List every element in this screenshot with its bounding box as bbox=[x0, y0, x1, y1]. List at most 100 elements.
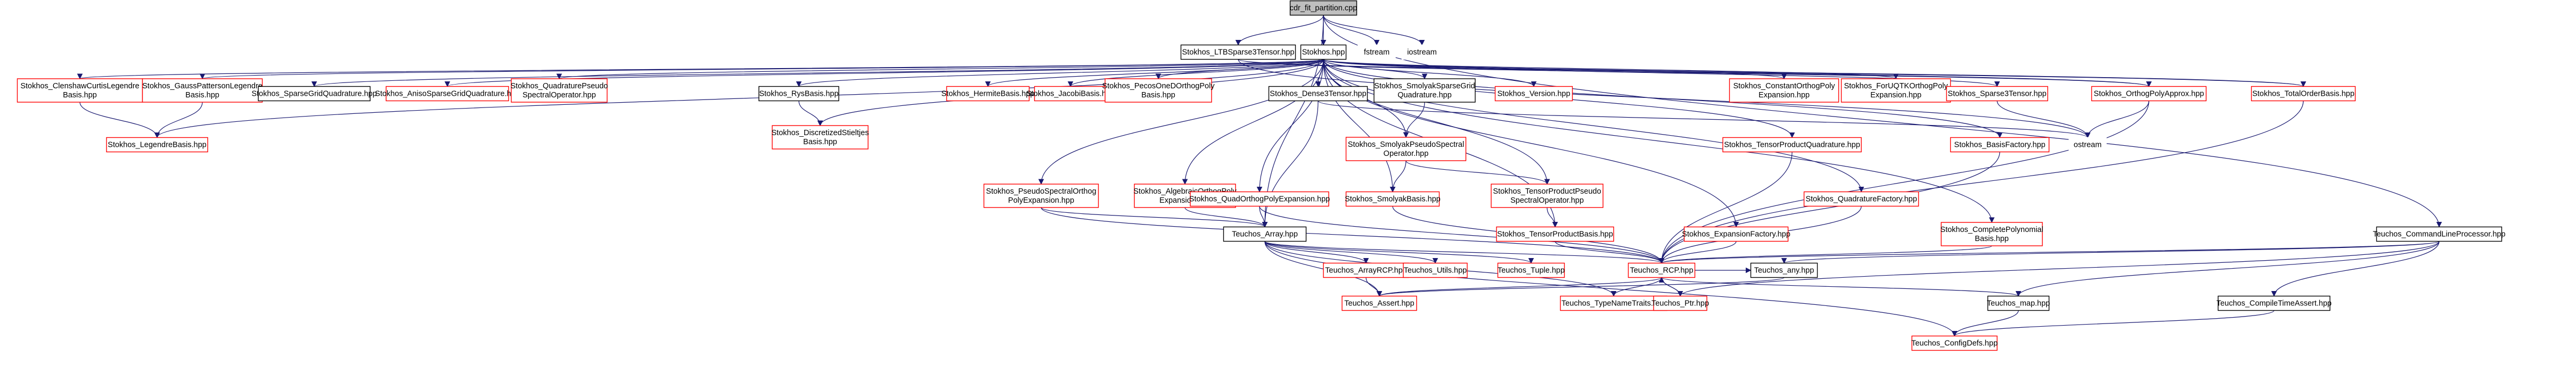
node-dense3[interactable]: Stokhos_Dense3Tensor.hpp bbox=[1268, 86, 1368, 102]
node-box bbox=[511, 78, 608, 103]
node-basisfactory[interactable]: Stokhos_BasisFactory.hpp bbox=[1950, 137, 2050, 153]
node-box bbox=[2068, 137, 2107, 153]
node-label: Stokhos_PecosOneDOrthogPoly bbox=[1102, 82, 1215, 90]
node-tpquad[interactable]: Stokhos_TensorProductQuadrature.hpp bbox=[1722, 137, 1862, 153]
edge-any-to-assert bbox=[1377, 277, 1785, 297]
edge-stokhos-to-jacobi bbox=[1067, 59, 1324, 87]
edge-stokhos-to-algebraic bbox=[1182, 59, 1324, 185]
edge-orthapprox-to-ostream bbox=[2084, 101, 2149, 138]
node-quadpseudo[interactable]: Stokhos_QuadraturePseudoSpectralOperator… bbox=[511, 78, 608, 103]
node-label: Stokhos.hpp bbox=[1302, 48, 1345, 57]
edge-stokhos-to-quadfactory bbox=[1323, 59, 1864, 193]
node-tppseudo[interactable]: Stokhos_TensorProductPseudoSpectralOpera… bbox=[1491, 184, 1604, 208]
edge-clenshaw-to-legendre bbox=[79, 102, 160, 138]
node-label: Stokhos_JacobiBasis.hpp bbox=[1026, 90, 1115, 98]
node-cmdline[interactable]: Teuchos_CommandLineProcessor.hpp bbox=[2373, 226, 2506, 242]
edge-rcp-to-map bbox=[1661, 277, 2022, 297]
node-tuple[interactable]: Teuchos_Tuple.hpp bbox=[1497, 262, 1565, 278]
node-any[interactable]: Teuchos_any.hpp bbox=[1750, 262, 1818, 278]
node-fstream[interactable]: fstream bbox=[1357, 44, 1396, 60]
node-map[interactable]: Teuchos_map.hpp bbox=[1987, 295, 2050, 311]
node-label: Teuchos_TypeNameTraits.hpp bbox=[1561, 300, 1666, 308]
node-comptime[interactable]: Teuchos_CompileTimeAssert.hpp bbox=[2217, 295, 2332, 311]
node-legendre[interactable]: Stokhos_LegendreBasis.hpp bbox=[106, 137, 208, 153]
node-smolyakpseudo[interactable]: Stokhos_SmolyakPseudoSpectralOperator.hp… bbox=[1345, 137, 1467, 161]
node-rcp[interactable]: Teuchos_RCP.hpp bbox=[1628, 262, 1696, 278]
nodes-layer: cdr_fit_partition.cppStokhos.hppStokhos_… bbox=[17, 0, 2506, 351]
node-label: Stokhos_CompletePolynomial bbox=[1940, 226, 2043, 234]
node-box bbox=[1494, 86, 1573, 102]
node-tpbasis[interactable]: Stokhos_TensorProductBasis.hpp bbox=[1496, 226, 1614, 242]
node-box bbox=[1987, 295, 2050, 311]
node-ptr[interactable]: Teuchos_Ptr.hpp bbox=[1651, 295, 1709, 311]
edge-array-to-utils bbox=[1264, 240, 1438, 264]
node-label: Basis.hpp bbox=[63, 91, 97, 99]
node-label: Teuchos_map.hpp bbox=[1987, 300, 2050, 308]
node-smolyakbasis[interactable]: Stokhos_SmolyakBasis.hpp bbox=[1345, 191, 1441, 207]
node-ltb[interactable]: Stokhos_LTBSparse3Tensor.hpp bbox=[1180, 44, 1296, 60]
node-box bbox=[772, 125, 869, 150]
node-label: ostream bbox=[2074, 141, 2101, 150]
node-rys[interactable]: Stokhos_RysBasis.hpp bbox=[758, 86, 839, 102]
edge-tppseudo-to-tpbasis bbox=[1547, 207, 1558, 228]
node-totalorder[interactable]: Stokhos_TotalOrderBasis.hpp bbox=[2251, 86, 2356, 102]
node-box bbox=[106, 137, 208, 153]
node-orthapprox[interactable]: Stokhos_OrthogPolyApprox.hpp bbox=[2091, 86, 2207, 102]
node-pseudospectral[interactable]: Stokhos_PseudoSpectralOrthogPolyExpansio… bbox=[983, 184, 1099, 208]
node-label: cdr_fit_partition.cpp bbox=[1290, 4, 1357, 13]
node-box bbox=[1190, 191, 1329, 207]
node-label: Stokhos_DiscretizedStieltjes bbox=[772, 129, 869, 137]
node-utils[interactable]: Teuchos_Utils.hpp bbox=[1403, 262, 1468, 278]
edge-cmdline-to-rcp bbox=[1659, 240, 2440, 264]
node-label: Basis.hpp bbox=[185, 91, 219, 99]
node-label: PolyExpansion.hpp bbox=[1008, 196, 1074, 205]
node-iostream[interactable]: iostream bbox=[1401, 44, 1443, 60]
node-hermite[interactable]: Stokhos_HermiteBasis.hpp bbox=[942, 86, 1035, 102]
edge-stokhos-to-gauss bbox=[200, 59, 1324, 80]
node-box bbox=[1105, 78, 1212, 103]
edge-comptime-to-configdefs bbox=[1951, 310, 2275, 337]
edge-dense3-to-array bbox=[1262, 101, 1319, 228]
node-label: Stokhos_ClenshawCurtisLegendre bbox=[20, 82, 139, 90]
node-anisosparse[interactable]: Stokhos_AnisoSparseGridQuadrature.hpp bbox=[375, 86, 520, 102]
node-box bbox=[1941, 222, 2043, 246]
edge-smolyakpseudo-to-tppseudo bbox=[1405, 160, 1550, 185]
node-version[interactable]: Stokhos_Version.hpp bbox=[1494, 86, 1573, 102]
node-label: Teuchos_RCP.hpp bbox=[1630, 267, 1693, 275]
node-label: Operator.hpp bbox=[1384, 150, 1429, 158]
node-quadorthog[interactable]: Stokhos_QuadOrthogPolyExpansion.hpp bbox=[1189, 191, 1330, 207]
edge-stokhos-to-pseudospectral bbox=[1038, 59, 1324, 185]
edge-stokhos-to-smolyakbasis bbox=[1323, 59, 1396, 193]
node-sparsegrid[interactable]: Stokhos_SparseGridQuadrature.hpp bbox=[251, 86, 377, 102]
node-label: Teuchos_CompileTimeAssert.hpp bbox=[2217, 300, 2332, 308]
node-array[interactable]: Teuchos_Array.hpp bbox=[1223, 226, 1307, 242]
node-ostream[interactable]: ostream bbox=[2068, 137, 2107, 153]
node-sparse3[interactable]: Stokhos_Sparse3Tensor.hpp bbox=[1946, 86, 2048, 102]
node-quadfactory[interactable]: Stokhos_QuadratureFactory.hpp bbox=[1803, 191, 1919, 207]
node-label: Teuchos_Tuple.hpp bbox=[1498, 267, 1565, 275]
node-expfactory[interactable]: Stokhos_ExpansionFactory.hpp bbox=[1682, 226, 1790, 242]
node-box bbox=[1911, 335, 1998, 351]
node-box bbox=[1803, 191, 1919, 207]
node-label: Stokhos_LegendreBasis.hpp bbox=[108, 141, 206, 150]
node-arrayrcp[interactable]: Teuchos_ArrayRCP.hpp bbox=[1323, 262, 1409, 278]
node-box bbox=[1268, 86, 1368, 102]
edge-gauss-to-legendre bbox=[154, 102, 203, 138]
node-jacobi[interactable]: Stokhos_JacobiBasis.hpp bbox=[1026, 86, 1115, 102]
node-label: fstream bbox=[1364, 48, 1389, 57]
node-stokhos[interactable]: Stokhos.hpp bbox=[1300, 44, 1347, 60]
node-box bbox=[1496, 226, 1614, 242]
node-assert[interactable]: Teuchos_Assert.hpp bbox=[1342, 295, 1417, 311]
node-configdefs[interactable]: Teuchos_ConfigDefs.hpp bbox=[1911, 335, 1998, 351]
edge-cmdline-to-map bbox=[2015, 241, 2440, 297]
edge-stokhos-to-quadpseudo bbox=[557, 59, 1324, 80]
node-root[interactable]: cdr_fit_partition.cpp bbox=[1290, 0, 1357, 16]
